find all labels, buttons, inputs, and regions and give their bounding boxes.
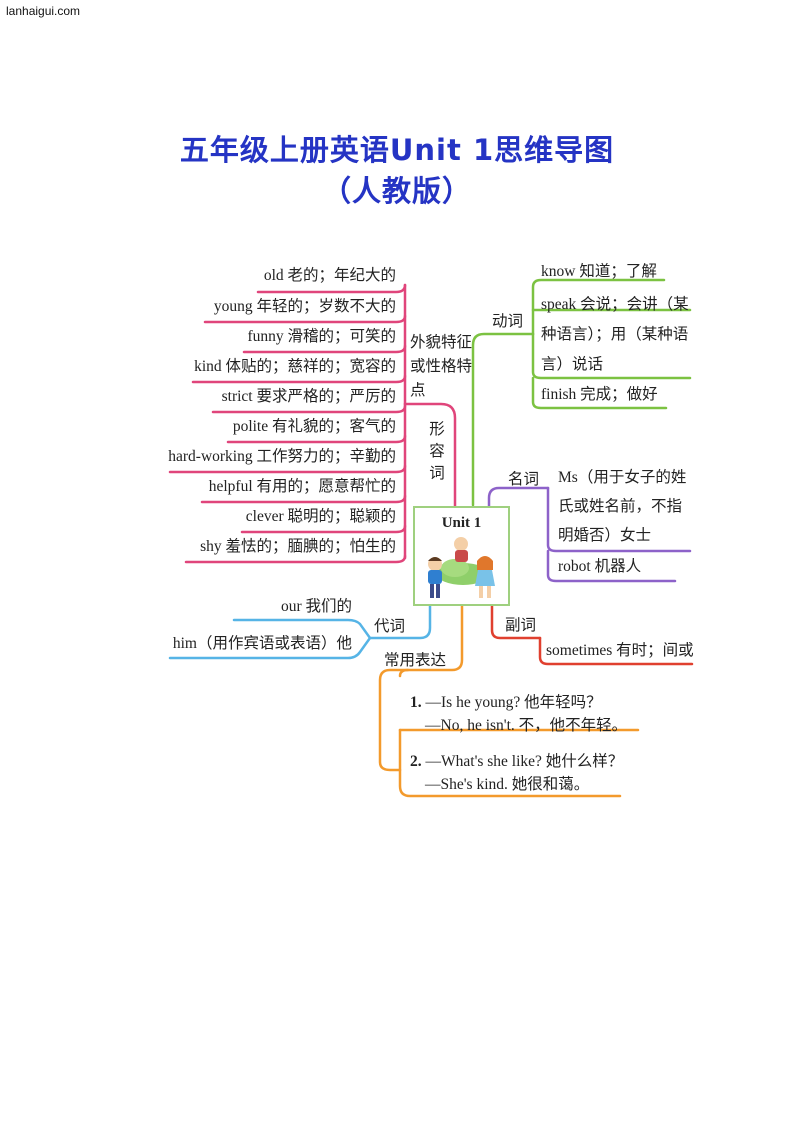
site-watermark: lanhaigui.com — [6, 4, 81, 18]
page-title: 五年级上册英语Unit 1思维导图 — [179, 133, 615, 167]
pronoun-branch-lines — [168, 604, 432, 660]
adjectives-sublabel: 外貌特征或性格特点 — [410, 333, 473, 399]
noun-item: robot 机器人 — [558, 558, 642, 575]
adjective-item: hard-working 工作努力的；辛勤的 — [168, 448, 396, 465]
adjective-item: kind 体贴的；慈祥的；宽容的 — [194, 358, 396, 375]
verb-item: know 知道；了解 — [541, 263, 657, 280]
nouns-label: 名词 — [508, 470, 540, 488]
adverbs-label: 副词 — [505, 616, 537, 634]
adjective-item: strict 要求严格的；严厉的 — [221, 388, 396, 405]
expression-number: 1. — [410, 694, 422, 711]
adjective-item: old 老的；年纪大的 — [263, 267, 396, 284]
center-label: Unit 1 — [441, 515, 482, 531]
noun-branch-lines — [487, 486, 692, 583]
expression-number: 2. — [410, 753, 422, 770]
adjective-item: young 年轻的；岁数不大的 — [213, 298, 396, 315]
adjective-item: polite 有礼貌的；客气的 — [232, 418, 396, 435]
pronoun-item: our 我们的 — [280, 598, 352, 615]
adjective-item: shy 羞怯的；腼腆的；怕生的 — [200, 538, 396, 555]
verb-item: speak 会说；会讲（某种语言）；用（某种语言）说话 — [541, 296, 689, 373]
verbs-label: 动词 — [492, 312, 524, 330]
verb-item: finish 完成；做好 — [541, 386, 658, 403]
adjective-item: helpful 有用的；愿意帮忙的 — [208, 478, 396, 495]
center-node: Unit 1 — [413, 506, 510, 606]
pronoun-item: him（用作宾语或表语）他 — [172, 635, 352, 652]
adjectives-label: 形容词 — [429, 420, 445, 482]
adjective-branch-lines — [168, 283, 457, 564]
expression-1-answer: —No, he isn't. 不，他不年轻。 — [425, 717, 628, 734]
adjective-item: clever 聪明的；聪颖的 — [245, 508, 396, 525]
expression-question: —What's she like? 她什么样？ — [425, 753, 624, 770]
pronouns-label: 代词 — [374, 617, 406, 635]
adverb-branch-lines — [490, 604, 694, 666]
expression-question: —Is he young? 他年轻吗？ — [425, 694, 602, 711]
expression-2: 2. —What's she like? 她什么样？ — [410, 749, 623, 771]
verb-branch-lines — [471, 278, 692, 507]
expression-2-answer: —She's kind. 她很和蔼。 — [425, 776, 590, 793]
expression-1: 1. —Is he young? 他年轻吗？ — [410, 690, 602, 712]
expression-branch-lines — [378, 604, 640, 798]
adverb-item: sometimes 有时；间或 — [546, 642, 694, 659]
adjective-item: funny 滑稽的；可笑的 — [247, 328, 396, 345]
noun-item: Ms（用于女子的姓氏或姓名前，不指明婚否）女士 — [558, 469, 687, 544]
kids-illustration — [428, 537, 495, 598]
expressions-label: 常用表达 — [384, 651, 447, 669]
page-subtitle: （人教版） — [321, 174, 472, 208]
